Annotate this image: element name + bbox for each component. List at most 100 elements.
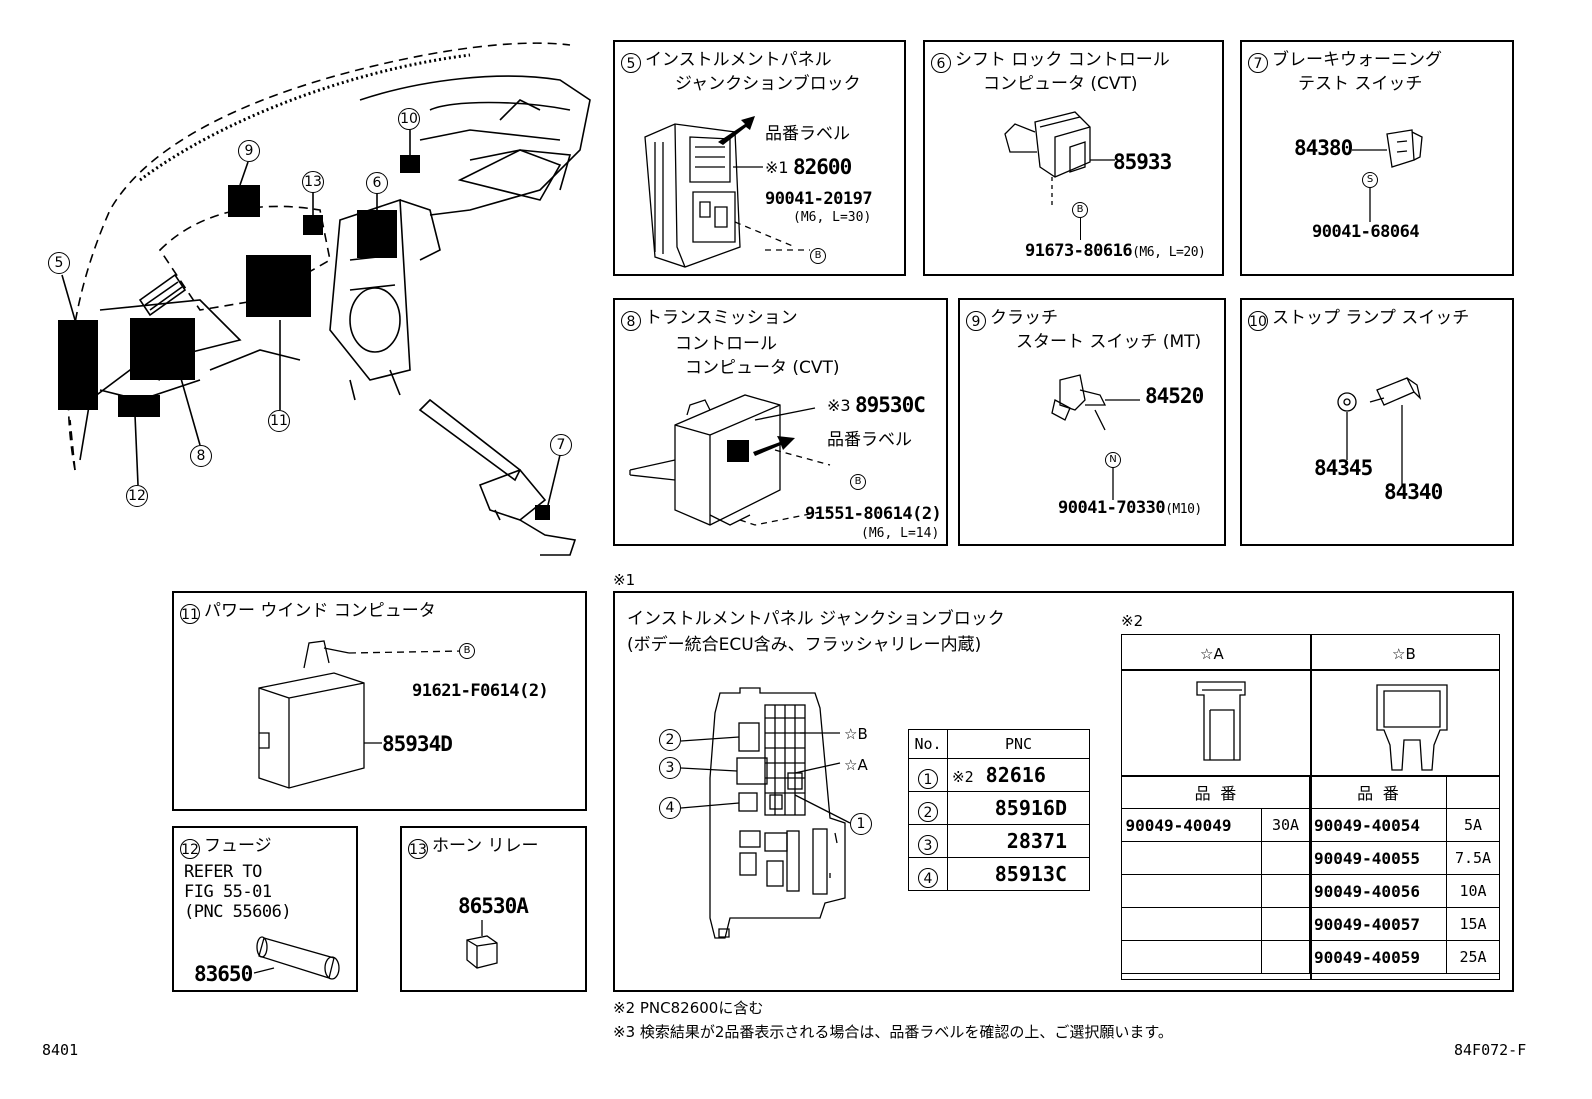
panel-10-pn-a: 84345 [1314, 456, 1373, 480]
panel-7-title-line2: テスト スイッチ [1298, 74, 1423, 94]
callout-5: 5 [48, 252, 70, 274]
panel-6-title-line1: シフト ロック コントロール [955, 50, 1170, 70]
note1-callout-2: 2 [659, 729, 681, 751]
fuse-table-mark: ※2 [1121, 612, 1144, 630]
panel-8-title-line1: トランスミッション [645, 308, 798, 328]
panel-8-bolt-b-marker: B [850, 474, 866, 490]
fuse-b-pn: 90049-40054 [1309, 808, 1447, 842]
fuse-row-a: 90049-40049 30A [1120, 808, 1311, 842]
panel-11-pn-bolt: 91621-F0614(2) [412, 681, 549, 701]
pnc-row-value: 82616 [985, 763, 1046, 787]
footnote-3: ※3 検索結果が2品番表示される場合は、品番ラベルを確認の上、ご選択願います。 [613, 1023, 1173, 1041]
panel-10-number: 10 [1248, 311, 1268, 331]
fuse-rows-b: 品 番 90049-40054 5A 90049-40055 7.5A 9004… [1309, 775, 1500, 974]
stop-lamp-drawing [1337, 377, 1422, 485]
note1-callout-1: 1 [850, 813, 872, 835]
pnc-row: 4 85913C [908, 857, 1090, 891]
pnc-row-no: 2 [918, 801, 938, 822]
panel-5-ref: ※1 [765, 158, 789, 177]
panel-12-pn-main: 83650 [194, 962, 253, 986]
panel-7-s-marker: S [1362, 172, 1378, 188]
panel-9-number: 9 [966, 311, 986, 331]
dashboard-illustration [58, 42, 591, 556]
fuse-b-amp: 15A [1446, 907, 1500, 941]
panel-12-number: 12 [180, 839, 200, 859]
panel-5-number: 5 [621, 53, 641, 73]
note1-mark: ※1 [613, 571, 636, 589]
fuse-row-b: 90049-40059 25A [1309, 940, 1500, 974]
fuse-a-pn: 90049-40049 [1120, 808, 1262, 842]
fuse-row-b: 90049-40055 7.5A [1309, 841, 1500, 875]
transmission-computer-drawing [629, 394, 831, 526]
pnc-header-no: No. [908, 729, 948, 759]
callout-13: 13 [302, 171, 324, 193]
callout-7: 7 [550, 434, 572, 456]
fuse-col-label-b: 品 番 [1309, 775, 1447, 809]
panel-9-pn-bolt: 90041-70330 [1058, 498, 1166, 518]
panel-12-ref-line3: (PNC 55606) [184, 902, 292, 922]
fuse-header-b: ☆B [1392, 645, 1416, 663]
fuse-table: ☆A ☆B 品 番 90049-40049 30A [1120, 634, 1500, 980]
callout-8: 8 [190, 445, 212, 467]
pnc-row-value: 85916D [947, 791, 1090, 825]
fuse-row-b: 90049-40056 10A [1309, 874, 1500, 908]
note1-panel: インストルメントパネル ジャンクションブロック (ボデー統合ECU含み、フラッシ… [613, 591, 1514, 992]
panel-6-number: 6 [931, 53, 951, 73]
callout-6: 6 [366, 172, 388, 194]
junction-block-layout [680, 687, 851, 939]
fuse-b-amp: 10A [1446, 874, 1500, 908]
junction-block-drawing [644, 116, 810, 268]
panel-12-ref-line1: REFER TO [184, 862, 262, 882]
fuse-b-pn: 90049-40057 [1309, 907, 1447, 941]
brake-switch-drawing [1352, 129, 1423, 222]
pnc-table: No. PNC 1 ※2 82616 2 85916D 3 28371 4 85… [908, 729, 1090, 891]
panel-11-bolt-b-marker: B [459, 643, 475, 659]
panel-6-pn-bolt: 91673-80616 [1025, 241, 1133, 261]
fuse-row-b: 90049-40054 5A [1309, 808, 1500, 842]
pnc-row-no: 3 [918, 834, 938, 855]
panel-13-number: 13 [408, 839, 428, 859]
fuse-b-amp: 7.5A [1446, 841, 1500, 875]
pnc-row: 1 ※2 82616 [908, 758, 1090, 792]
note1-callout-3: 3 [659, 757, 681, 779]
page-code-left: 8401 [42, 1041, 79, 1059]
pnc-row: 3 28371 [908, 824, 1090, 858]
fuse-drawing [253, 936, 340, 980]
panel-10-pn-b: 84340 [1384, 480, 1443, 504]
panel-11-title-line1: パワー ウインド コンピュータ [204, 601, 436, 621]
fuse-b-pn: 90049-40059 [1309, 940, 1447, 974]
panel-10-title-line1: ストップ ランプ スイッチ [1272, 308, 1470, 328]
callout-9: 9 [238, 140, 260, 162]
pnc-row-no: 1 [918, 768, 938, 789]
panel-6-title-line2: コンピュータ (CVT) [983, 74, 1138, 94]
fuse-b-pn: 90049-40056 [1309, 874, 1447, 908]
panel-12-title-line1: フュージ [204, 836, 272, 856]
note1-callout-4: 4 [659, 797, 681, 819]
fuse-a-amp: 30A [1260, 808, 1311, 842]
panel-8-title-line3: コンピュータ (CVT) [685, 358, 840, 378]
note1-star-b: ☆B [844, 725, 868, 743]
pnc-row-no: 4 [918, 867, 938, 888]
panel-6-bolt-b-marker: B [1072, 202, 1088, 218]
footnote-2: ※2 PNC82600に含む [613, 999, 764, 1017]
callout-12: 12 [126, 485, 148, 507]
panel-13-pn-main: 86530A [458, 894, 529, 918]
panel-5-bolt-spec: (M6, L=30) [793, 210, 872, 225]
fuse-icons [1196, 681, 1448, 771]
pnc-row: 2 85916D [908, 791, 1090, 825]
panel-9-title-line2: スタート スイッチ (MT) [1016, 332, 1202, 352]
fuse-rows-a: 品 番 90049-40049 30A [1120, 775, 1311, 974]
fuse-b-amp: 25A [1446, 940, 1500, 974]
panel-6-leader [1080, 218, 1081, 240]
panel-7-title-line1: ブレーキウォーニング [1272, 50, 1442, 70]
panel-5-title-line2: ジャンクションブロック [675, 74, 861, 94]
panel-8-ref: ※3 [827, 396, 851, 415]
panel-5-bolt-b-marker: B [810, 248, 826, 264]
panel-5-pn-main: 82600 [793, 155, 852, 179]
